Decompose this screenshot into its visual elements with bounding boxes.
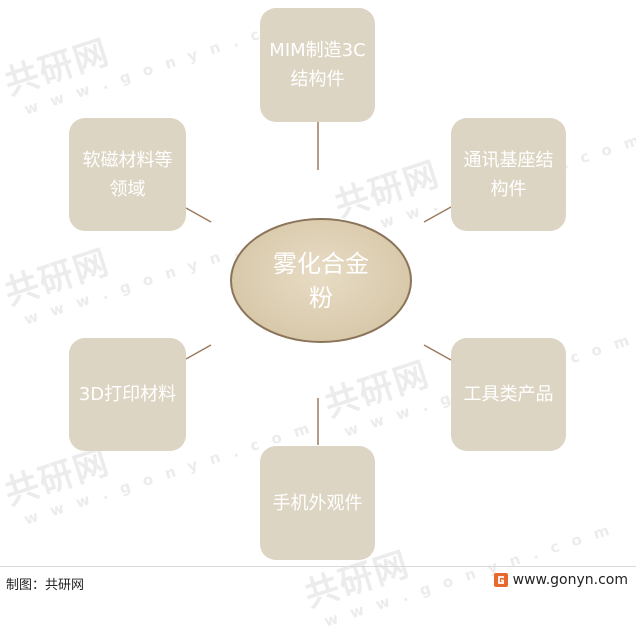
node-label: 通讯基座结 [463,149,554,171]
node-tool-products: 工具类产品 [451,338,566,451]
node-label: 构件 [490,178,527,200]
center-node-atomized-alloy-powder: 雾化合金粉 [230,218,412,343]
node-communication-base-parts: 通讯基座结构件 [451,118,566,231]
center-label: 雾化合金 [273,249,369,278]
connector-top-right [423,206,452,223]
node-label: 软磁材料等 [82,149,173,171]
node-3d-printing-materials: 3D打印材料 [69,338,186,451]
connector-top-left [185,207,212,223]
node-mim-3c-structural-parts: MIM制造3C 结构件 [260,8,375,122]
connector-lines [185,122,452,445]
node-label: 领域 [109,178,146,200]
node-label: 结构件 [290,69,345,90]
gonyn-logo-icon [493,572,509,588]
footer-credit: 制图：共研网 [6,578,85,593]
connector-bottom-left [185,344,212,360]
footer-divider [0,566,636,567]
node-label: 3D打印材料 [78,384,177,405]
center-label: 粉 [309,283,333,312]
node-label: 工具类产品 [463,384,554,405]
node-label: MIM制造3C [269,40,366,61]
connector-bottom-right [423,344,452,361]
node-soft-magnetic-materials: 软磁材料等领域 [69,118,186,231]
node-phone-exterior-parts: 手机外观件 [260,446,375,560]
website-url[interactable]: www.gonyn.com [512,572,628,588]
node-label: 手机外观件 [272,492,363,514]
footer-website: www.gonyn.com [493,572,628,588]
